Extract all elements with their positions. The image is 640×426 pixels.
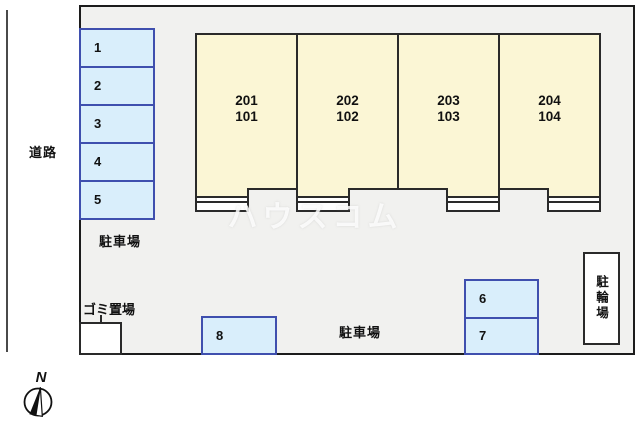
unit-3-upper: 203 xyxy=(437,93,460,108)
parking-space-2-label: 2 xyxy=(94,78,102,93)
unit-2-lower: 102 xyxy=(336,109,359,124)
unit-4-numbers: 204 104 xyxy=(500,93,599,125)
parking-lot-label-top: 駐車場 xyxy=(99,234,142,249)
building-unit-201-101: 201 101 xyxy=(195,33,298,190)
building-unit-203-103: 203 103 xyxy=(397,33,500,190)
parking-space-3-label: 3 xyxy=(94,116,102,131)
road-edge-line xyxy=(6,10,8,352)
bicycle-parking-label: 駐輪場 xyxy=(594,275,608,322)
parking-space-3: 3 xyxy=(79,104,155,144)
unit-1-upper: 201 xyxy=(235,93,258,108)
parking-space-6: 6 xyxy=(464,279,539,319)
unit-2-upper: 202 xyxy=(336,93,359,108)
parking-space-8-label: 8 xyxy=(216,328,224,343)
parking-space-4: 4 xyxy=(79,142,155,182)
parking-space-8: 8 xyxy=(201,316,277,355)
bicycle-parking-box: 駐輪場 xyxy=(583,252,620,345)
garbage-box xyxy=(79,322,122,355)
road-label: 道路 xyxy=(29,145,58,160)
parking-space-7: 7 xyxy=(464,317,539,355)
unit-3-numbers: 203 103 xyxy=(399,93,498,125)
unit-4-lower: 104 xyxy=(538,109,561,124)
compass-needle xyxy=(29,387,43,418)
garbage-area-label: ゴミ置場 xyxy=(83,302,136,317)
building-unit-202-102: 202 102 xyxy=(296,33,399,190)
unit-2-numbers: 202 102 xyxy=(298,93,397,125)
compass-north-label: N xyxy=(36,369,48,386)
unit-1-lower: 101 xyxy=(235,109,258,124)
building-unit-204-104: 204 104 xyxy=(498,33,601,190)
unit-4-porch xyxy=(547,196,601,212)
unit-1-numbers: 201 101 xyxy=(197,93,296,125)
unit-3-porch xyxy=(446,196,500,212)
unit-4-upper: 204 xyxy=(538,93,561,108)
unit-3-lower: 103 xyxy=(437,109,460,124)
unit-1-porch xyxy=(195,196,249,212)
unit-2-porch xyxy=(296,196,350,212)
compass-icon: N xyxy=(23,369,53,418)
parking-space-1: 1 xyxy=(79,28,155,68)
parking-space-5-label: 5 xyxy=(94,192,102,207)
parking-space-1-label: 1 xyxy=(94,40,102,55)
parking-lot-label-bottom: 駐車場 xyxy=(339,325,382,340)
parking-space-4-label: 4 xyxy=(94,154,102,169)
parking-space-2: 2 xyxy=(79,66,155,106)
parking-space-5: 5 xyxy=(79,180,155,220)
parking-space-7-label: 7 xyxy=(479,328,487,343)
parking-space-6-label: 6 xyxy=(479,291,487,306)
